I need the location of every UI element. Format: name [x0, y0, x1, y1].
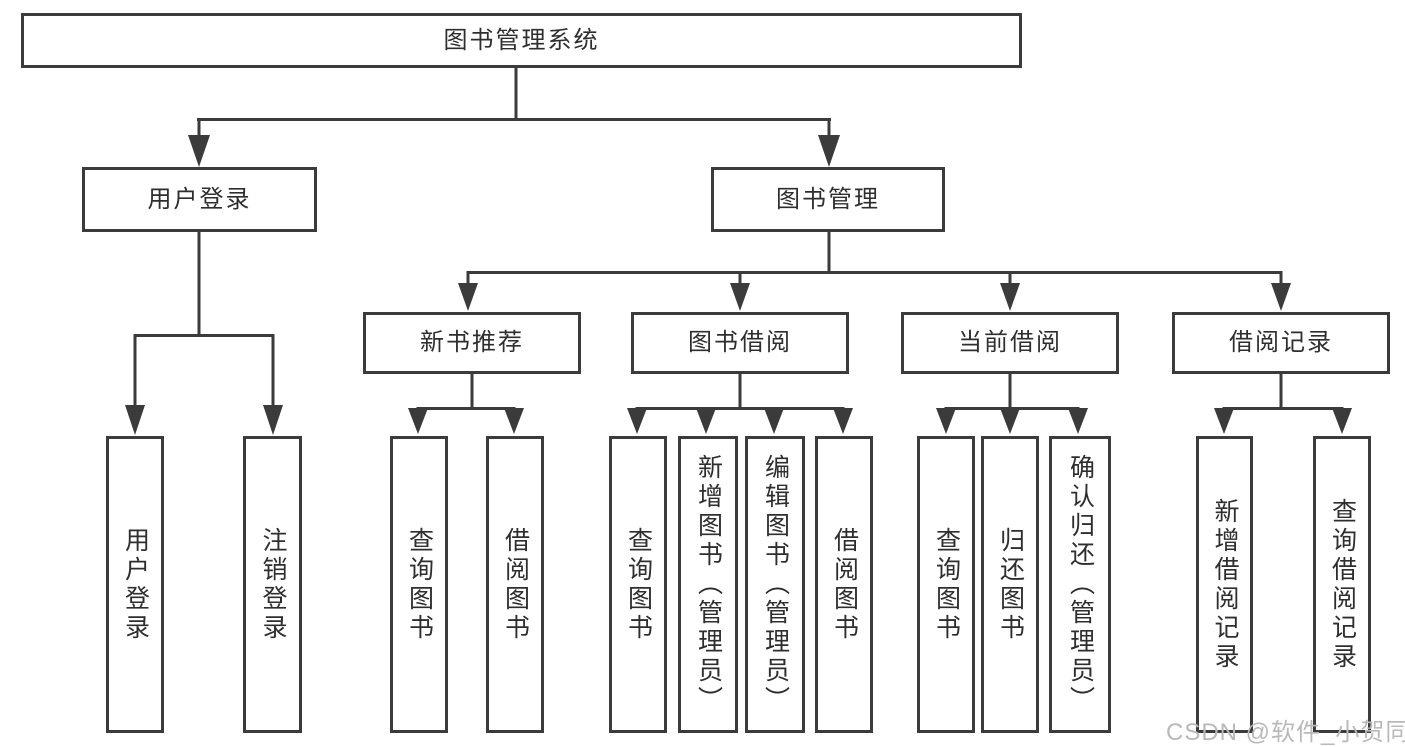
leaf-label: 查询借阅记录 [1328, 497, 1357, 672]
leaf-label: 注销登录 [259, 526, 287, 643]
node-book-borrow: 图书借阅 [631, 312, 849, 374]
csdn-watermark: CSDN @软件_小贺同学 [1166, 719, 1405, 746]
leaf-label: 借阅图书 [830, 526, 859, 643]
node-root: 图书管理系统 [21, 13, 1022, 68]
leaf-label: 查询图书 [932, 526, 961, 643]
leaf-cb-confirm-return-admin: 确认归还（管理员） [1049, 436, 1111, 733]
leaf-bb-add-books-admin: 新增图书（管理员） [678, 436, 738, 733]
leaf-label: 查询图书 [624, 526, 653, 643]
leaf-label: 编辑图书（管理员） [761, 454, 790, 715]
node-user-login: 用户登录 [82, 167, 317, 232]
node-label: 当前借阅 [958, 329, 1062, 356]
node-label: 用户登录 [147, 185, 252, 213]
leaf-cb-query-books: 查询图书 [917, 436, 975, 733]
leaf-label: 确认归还（管理员） [1066, 454, 1095, 715]
leaf-label: 借阅图书 [501, 526, 530, 643]
leaf-cb-return-books: 归还图书 [981, 436, 1039, 733]
leaf-label: 用户登录 [121, 526, 150, 643]
node-label: 图书管理 [776, 185, 880, 213]
node-borrow-records: 借阅记录 [1172, 312, 1390, 374]
leaf-nb-query-books: 查询图书 [390, 436, 448, 733]
leaf-user-login: 用户登录 [106, 436, 164, 733]
node-label: 图书借阅 [688, 329, 792, 356]
leaf-label: 查询图书 [405, 526, 434, 643]
node-current-borrow: 当前借阅 [901, 312, 1119, 374]
node-label: 借阅记录 [1229, 329, 1333, 356]
leaf-bb-borrow-books: 借阅图书 [815, 436, 873, 733]
node-label: 新书推荐 [420, 329, 524, 356]
node-new-book-recommend: 新书推荐 [363, 312, 581, 374]
node-book-management: 图书管理 [711, 167, 945, 232]
leaf-nb-borrow-books: 借阅图书 [486, 436, 544, 733]
leaf-bb-edit-books-admin: 编辑图书（管理员） [745, 436, 805, 733]
leaf-label: 归还图书 [996, 526, 1025, 643]
leaf-logout: 注销登录 [243, 436, 302, 733]
leaf-label: 新增图书（管理员） [694, 454, 723, 715]
leaf-rec-query-record: 查询借阅记录 [1313, 436, 1371, 733]
leaf-rec-add-record: 新增借阅记录 [1196, 436, 1253, 733]
node-label: 图书管理系统 [443, 26, 600, 54]
leaf-label: 新增借阅记录 [1211, 497, 1239, 672]
leaf-bb-query-books: 查询图书 [609, 436, 667, 733]
